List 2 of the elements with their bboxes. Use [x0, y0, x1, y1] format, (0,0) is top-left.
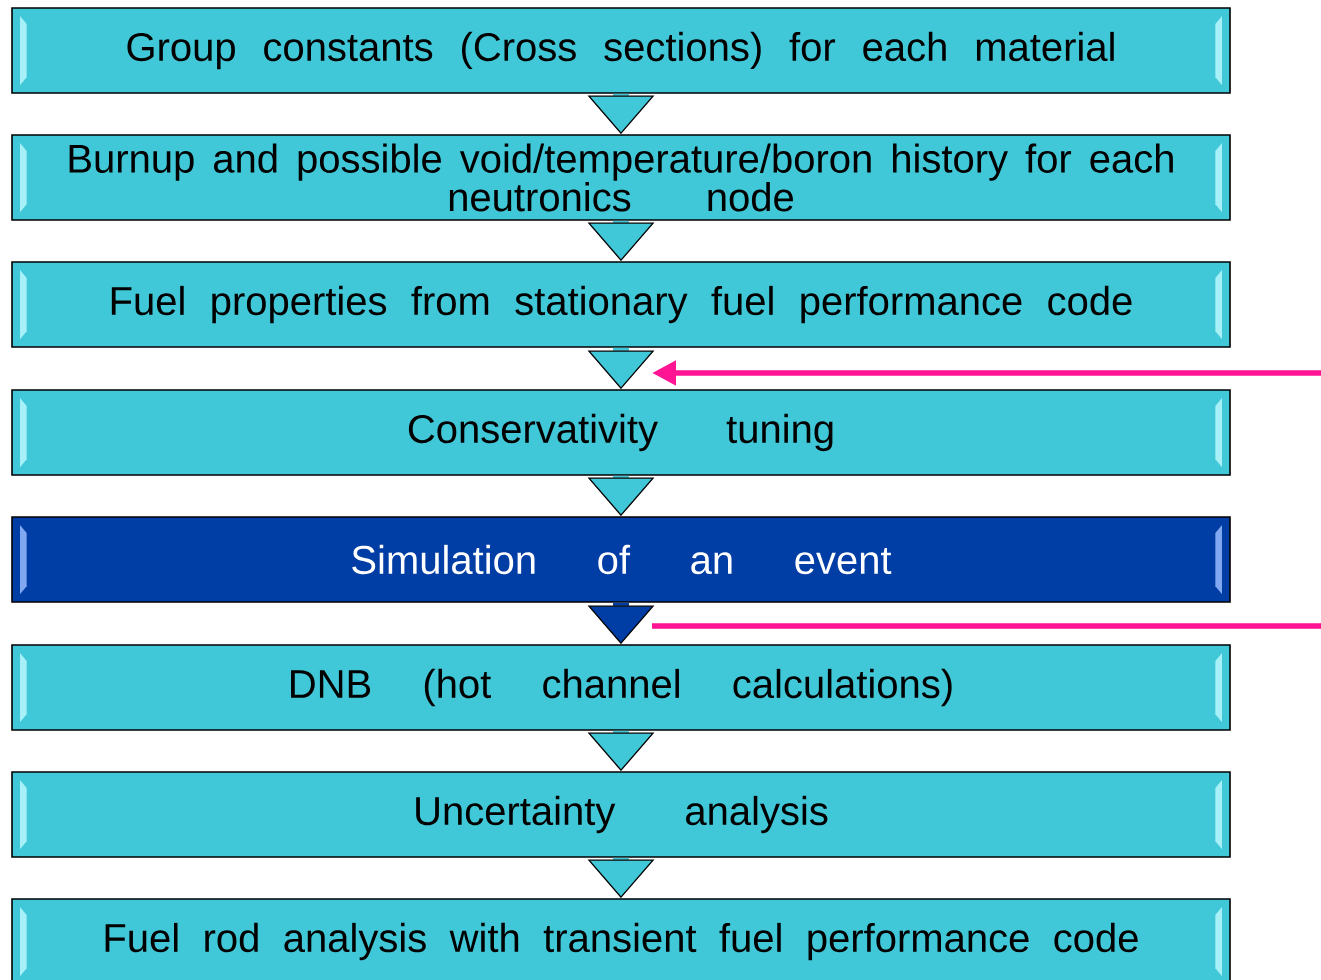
process-box: Simulation of an event [11, 516, 1231, 603]
line [652, 623, 1321, 629]
